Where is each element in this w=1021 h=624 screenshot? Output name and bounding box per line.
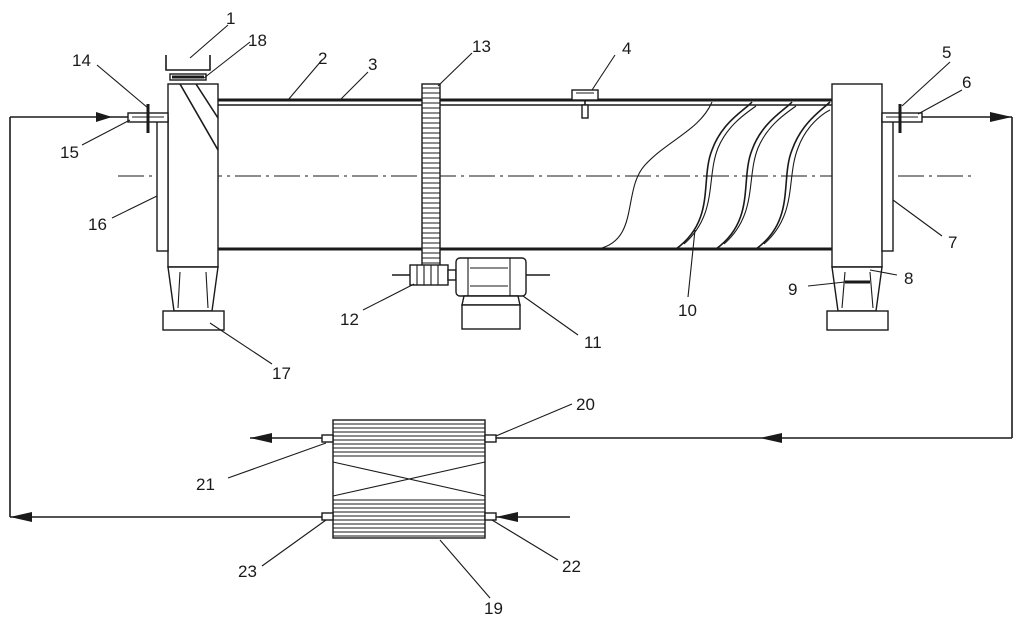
- temperature-sensor: [571, 89, 599, 119]
- heat-exchanger: [321, 419, 497, 539]
- spiral-flights: [597, 101, 831, 250]
- leader-lines: [81, 24, 963, 599]
- label-5: 5: [942, 43, 951, 62]
- label-1: 1: [226, 9, 235, 28]
- part-labels: 1 18 2 3 13 4 5 6 7 8 9 10 11 12 14 15 1…: [60, 9, 971, 618]
- label-10: 10: [678, 301, 697, 320]
- left-head-housing: [156, 55, 225, 331]
- label-20: 20: [576, 395, 595, 414]
- label-4: 4: [622, 39, 631, 58]
- label-11: 11: [584, 333, 602, 352]
- label-17: 17: [272, 364, 291, 383]
- label-2: 2: [318, 49, 327, 68]
- pipe-loop: [9, 117, 1013, 522]
- label-3: 3: [368, 55, 377, 74]
- label-9: 9: [788, 280, 797, 299]
- label-18: 18: [248, 31, 267, 50]
- label-13: 13: [472, 37, 491, 56]
- label-15: 15: [60, 143, 79, 162]
- label-14: 14: [72, 51, 91, 70]
- label-7: 7: [948, 233, 957, 252]
- right-gas-outlet: [881, 104, 1012, 133]
- label-8: 8: [904, 269, 913, 288]
- label-16: 16: [88, 215, 107, 234]
- label-23: 23: [238, 562, 257, 581]
- label-21: 21: [196, 475, 215, 494]
- label-22: 22: [562, 557, 581, 576]
- left-gas-inlet: [10, 104, 169, 133]
- label-19: 19: [484, 599, 503, 618]
- girth-gear: [421, 83, 441, 273]
- drive-unit: [392, 257, 550, 330]
- label-12: 12: [340, 310, 359, 329]
- label-6: 6: [962, 73, 971, 92]
